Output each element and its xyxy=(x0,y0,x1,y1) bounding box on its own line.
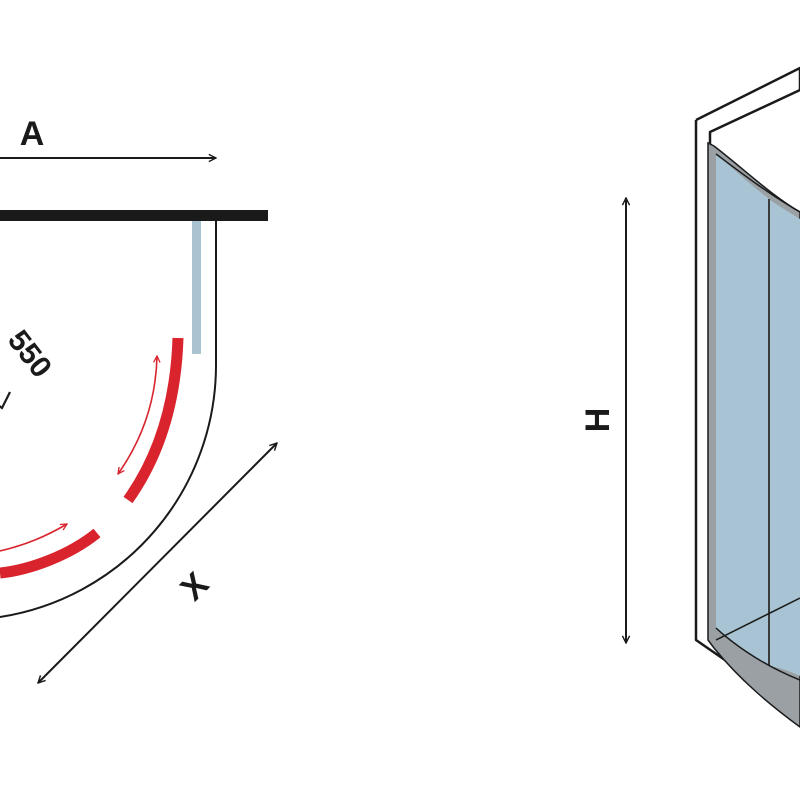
sliding-glass-pane xyxy=(770,200,800,676)
plan-view: A 550 X xyxy=(0,115,277,683)
perspective-view: H xyxy=(579,66,800,728)
door-slide-arrow-lower xyxy=(0,524,67,552)
fixed-glass-pane xyxy=(716,154,768,665)
tray-outline xyxy=(0,221,217,618)
bottom-rail xyxy=(715,627,800,681)
height-h-label-group: H xyxy=(579,408,617,433)
radius-label: 550 xyxy=(1,324,58,384)
radius-label-group: 550 xyxy=(1,324,58,384)
floor-line xyxy=(715,597,800,641)
height-h-label: H xyxy=(579,408,617,433)
width-a-label: A xyxy=(20,115,45,153)
sliding-door-panel-upper xyxy=(123,337,184,504)
top-rail xyxy=(715,153,800,213)
diagonal-x-dimension-arrow xyxy=(38,443,277,683)
radius-pointer-arrow xyxy=(0,391,11,410)
diagonal-x-label-group: X xyxy=(173,565,216,608)
sliding-door-panel-lower xyxy=(0,528,101,579)
diagonal-x-label: X xyxy=(173,565,216,608)
wall xyxy=(0,210,268,221)
fixed-glass-panel xyxy=(192,221,201,354)
